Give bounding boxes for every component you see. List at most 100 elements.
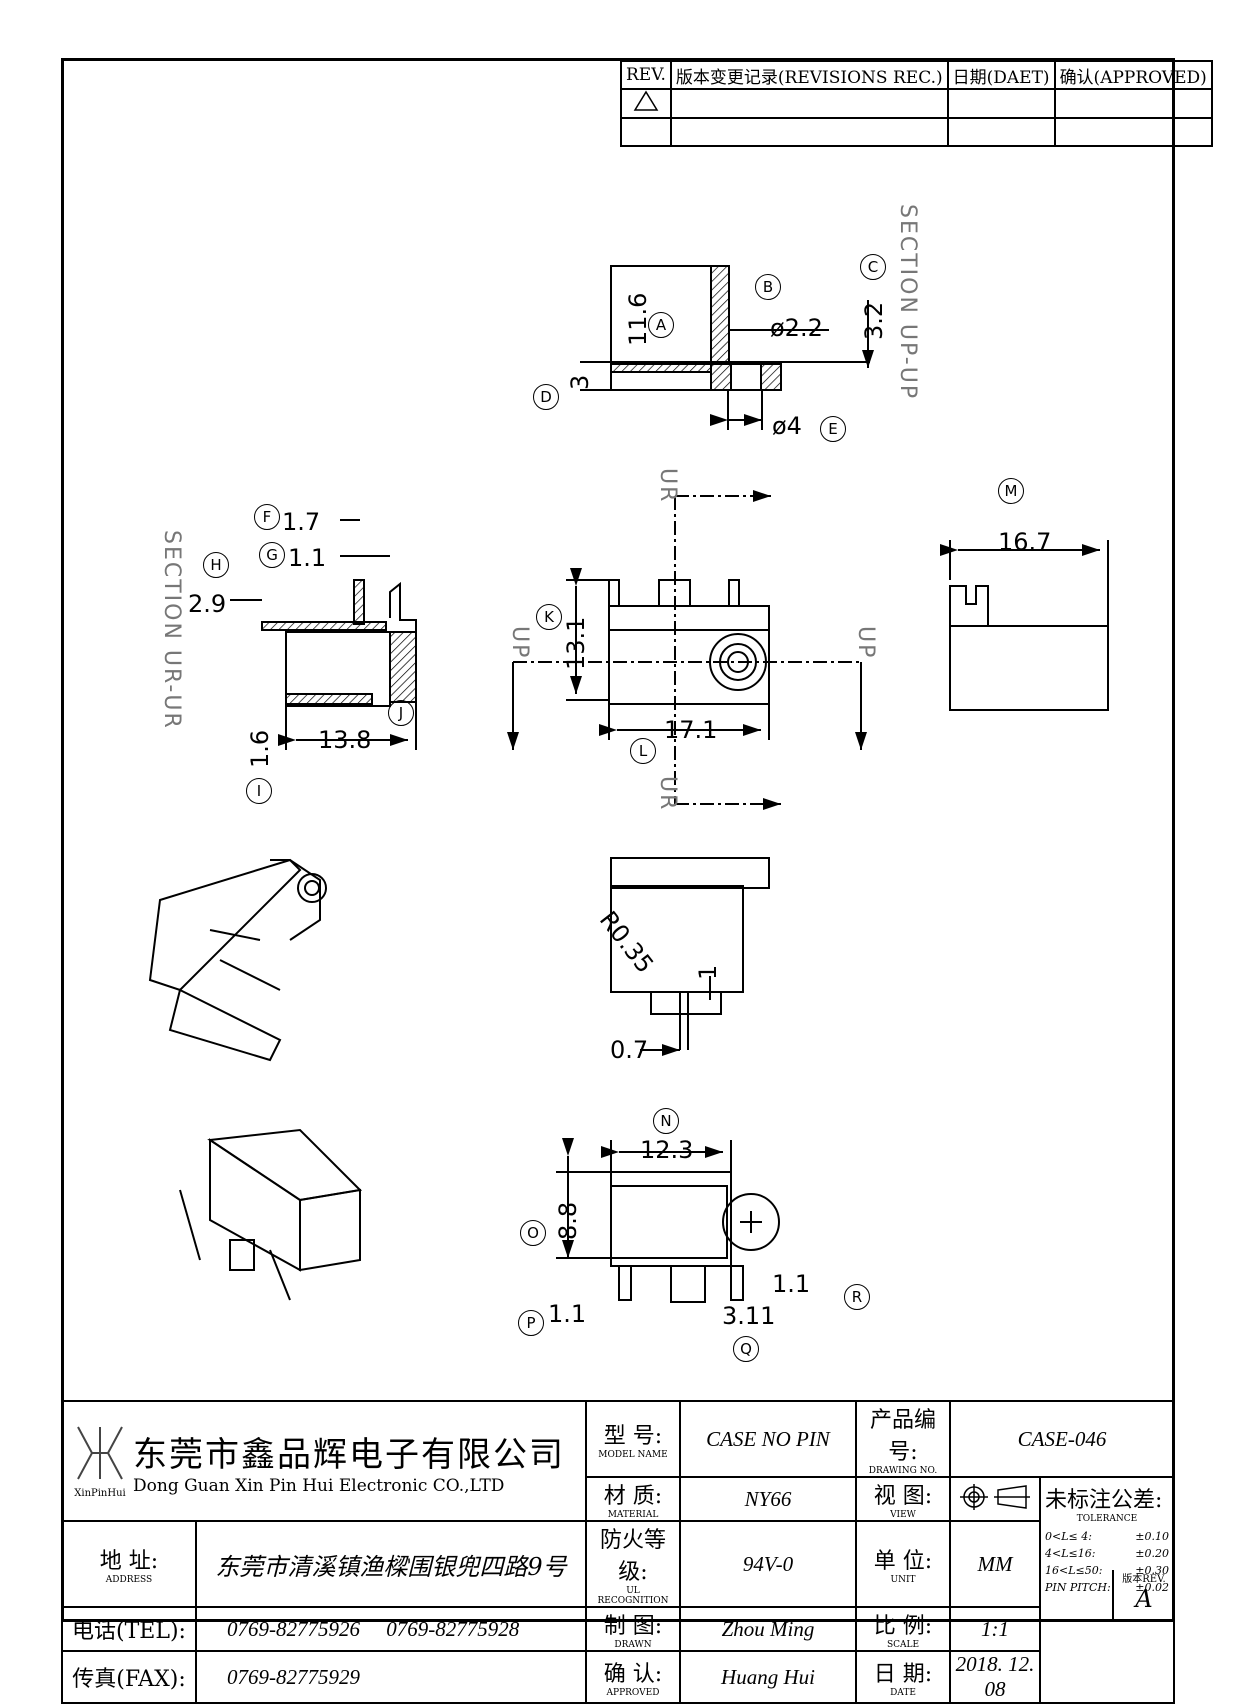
address-label: 地 址:	[99, 1549, 159, 1574]
callout-h: H	[203, 552, 229, 578]
company-logo: XinPinHui	[67, 1423, 133, 1499]
dim-h: 2.9	[188, 590, 227, 618]
ul-value: 94V-0	[679, 1520, 857, 1608]
callout-o: O	[520, 1220, 546, 1246]
drawn-label-cell: 制 图:DRAWN	[585, 1606, 681, 1652]
isometric-view-1	[148, 858, 327, 1062]
projection-symbol	[949, 1476, 1041, 1522]
view-label: 视 图:	[873, 1484, 933, 1509]
company-name-en: Dong Guan Xin Pin Hui Electronic CO.,LTD	[133, 1475, 505, 1496]
side-view-right	[940, 540, 1109, 711]
address-value: 东莞市清溪镇渔樑围银兜四路9号	[195, 1520, 587, 1608]
dim-o: 8.8	[554, 1201, 582, 1240]
tel-value: 0769-82775926 0769-82775928	[195, 1606, 587, 1652]
callout-j: J	[388, 700, 414, 726]
section-up-up-label: SECTION UP-UP	[895, 204, 920, 401]
rev-triangle-symbol	[620, 88, 672, 119]
front-view	[610, 857, 770, 1056]
callout-b: B	[755, 274, 781, 300]
callout-r: R	[844, 1284, 870, 1310]
drawing-no-label: 产品编号:	[869, 1408, 936, 1465]
scale-sub: SCALE	[886, 1640, 920, 1650]
callout-m: M	[998, 478, 1024, 504]
section-ur-bottom-label: UR	[655, 776, 680, 812]
triangle-icon	[633, 90, 659, 111]
dim-b: ø2.2	[770, 314, 823, 342]
scale-label: 比 例:	[873, 1614, 933, 1639]
dim-r: 1.1	[772, 1270, 811, 1298]
drawing-no-label-cell: 产品编号:DRAWING NO.	[855, 1400, 951, 1478]
material-label: 材 质:	[603, 1484, 663, 1509]
material-value: NY66	[679, 1476, 857, 1522]
section-up-right-label: UP	[853, 626, 878, 660]
callout-a: A	[648, 312, 674, 338]
rev-header: REV.	[620, 60, 672, 90]
callout-q: Q	[733, 1336, 759, 1362]
tolerance-row: PIN PITCH: ±0.02	[1045, 1581, 1169, 1594]
ul-label-cell: 防火等级:UL RECOGNITION	[585, 1520, 681, 1608]
company-cell: XinPinHui 东莞市鑫品辉电子有限公司 Dong Guan Xin Pin…	[61, 1400, 587, 1522]
date-value: 2018. 12. 08	[949, 1650, 1041, 1704]
unit-sub: UNIT	[890, 1575, 916, 1585]
model-label: 型 号:	[603, 1424, 663, 1449]
view-sub: VIEW	[890, 1510, 916, 1520]
dim-p: 1.1	[548, 1300, 587, 1328]
drawn-label: 制 图:	[603, 1614, 663, 1639]
ul-label: 防火等级:	[599, 1528, 666, 1585]
dim-one: 1	[694, 964, 722, 980]
top-view	[507, 490, 867, 810]
isometric-view-2	[179, 1128, 363, 1301]
section-ur-ur-label: SECTION UR-UR	[159, 530, 184, 730]
callout-e: E	[820, 416, 846, 442]
title-block: XinPinHui 东莞市鑫品辉电子有限公司 Dong Guan Xin Pin…	[61, 1400, 1175, 1704]
logo-icon	[77, 1426, 123, 1480]
material-sub: MATERIAL	[607, 1510, 659, 1520]
date-sub: DATE	[890, 1688, 916, 1698]
tolerance-row: 4<L≤16: ±0.20	[1045, 1547, 1169, 1560]
dim-c: 3.2	[860, 301, 888, 340]
dim-g: 1.1	[288, 544, 327, 572]
dim-q: 3.11	[722, 1302, 776, 1330]
section-up-up-view	[580, 265, 874, 430]
unit-value: MM	[949, 1520, 1041, 1608]
drawn-sub: DRAWN	[614, 1640, 652, 1650]
rev-box: 版本REV. A	[1112, 1570, 1174, 1620]
approved-header: 确认(APPROVED)	[1053, 60, 1213, 90]
rev-label: 版本REV.	[1122, 1574, 1166, 1585]
bottom-view	[556, 1138, 780, 1303]
section-ur-top-label: UR	[655, 468, 680, 504]
dim-p07: 0.7	[610, 1036, 649, 1064]
callout-p: P	[518, 1310, 544, 1336]
dim-m: 16.7	[998, 528, 1052, 556]
model-value: CASE NO PIN	[679, 1400, 857, 1478]
company-name-cn: 东莞市鑫品辉电子有限公司	[133, 1434, 565, 1475]
callout-k: K	[536, 604, 562, 630]
drawing-no-value: CASE-046	[949, 1400, 1175, 1478]
dim-i: 1.6	[246, 729, 274, 768]
approved-label-cell: 确 认:APPROVED	[585, 1650, 681, 1704]
projection-icon	[960, 1483, 1030, 1510]
approved-value: Huang Hui	[679, 1650, 857, 1704]
unit-label-cell: 单 位:UNIT	[855, 1520, 951, 1608]
fax-label: 传真(FAX):	[61, 1650, 197, 1704]
tolerance-label: 未标注公差:	[1045, 1488, 1163, 1513]
callout-l: L	[630, 738, 656, 764]
dim-e: ø4	[772, 412, 802, 440]
revisions-header: 版本变更记录(REVISIONS REC.)	[669, 60, 949, 90]
material-label-cell: 材 质:MATERIAL	[585, 1476, 681, 1522]
dim-d: 3	[566, 374, 594, 390]
tolerance-row: 16<L≤50: ±0.30	[1045, 1564, 1169, 1577]
model-label-cell: 型 号:MODEL NAME	[585, 1400, 681, 1478]
drawing-no-sub: DRAWING NO.	[868, 1466, 938, 1476]
callout-f: F	[254, 504, 280, 530]
callout-d: D	[533, 384, 559, 410]
dim-k: 13.1	[562, 616, 590, 670]
rev-value: A	[1135, 1585, 1153, 1613]
view-label-cell: 视 图:VIEW	[855, 1476, 951, 1522]
scale-label-cell: 比 例:SCALE	[855, 1606, 951, 1652]
section-up-left-label: UP	[507, 626, 532, 660]
revision-table: REV. 版本变更记录(REVISIONS REC.) 日期(DAET) 确认(…	[620, 60, 1213, 147]
drawn-value: Zhou Ming	[679, 1606, 857, 1652]
logo-text: XinPinHui	[74, 1488, 126, 1499]
